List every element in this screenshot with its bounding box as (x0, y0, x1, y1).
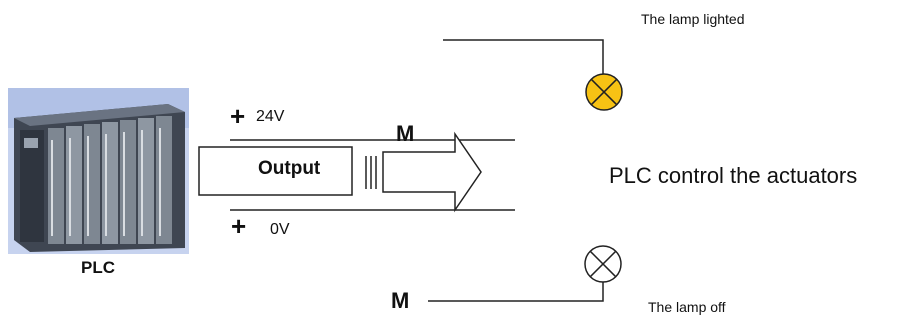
lamp-lit-icon (585, 73, 623, 111)
plc-io-modules (48, 116, 172, 244)
lamp-off-wire (428, 282, 604, 302)
voltage-24v-label: 24V (256, 108, 285, 125)
plc-label: PLC (81, 258, 115, 277)
m-label-top: M (396, 121, 415, 146)
output-label: Output (258, 158, 321, 179)
lamp-on-wire (443, 39, 604, 74)
lamp-off-label: The lamp off (648, 299, 726, 315)
output-arrow (382, 131, 482, 213)
lamp-off-icon (584, 245, 622, 283)
voltage-0v-label: 0V (270, 221, 290, 238)
plc-power-switch (24, 138, 38, 148)
output-box (198, 146, 353, 196)
plus-sign-bottom: + (231, 211, 247, 241)
plc-power-module (20, 130, 44, 242)
plc-rack-image (8, 88, 189, 254)
m-label-bottom: M (391, 288, 410, 313)
caption-text: PLC control the actuators (609, 163, 858, 188)
lamp-on-label: The lamp lighted (641, 11, 745, 27)
plus-sign-top: + (230, 101, 246, 131)
plc-rack-top (14, 104, 185, 126)
